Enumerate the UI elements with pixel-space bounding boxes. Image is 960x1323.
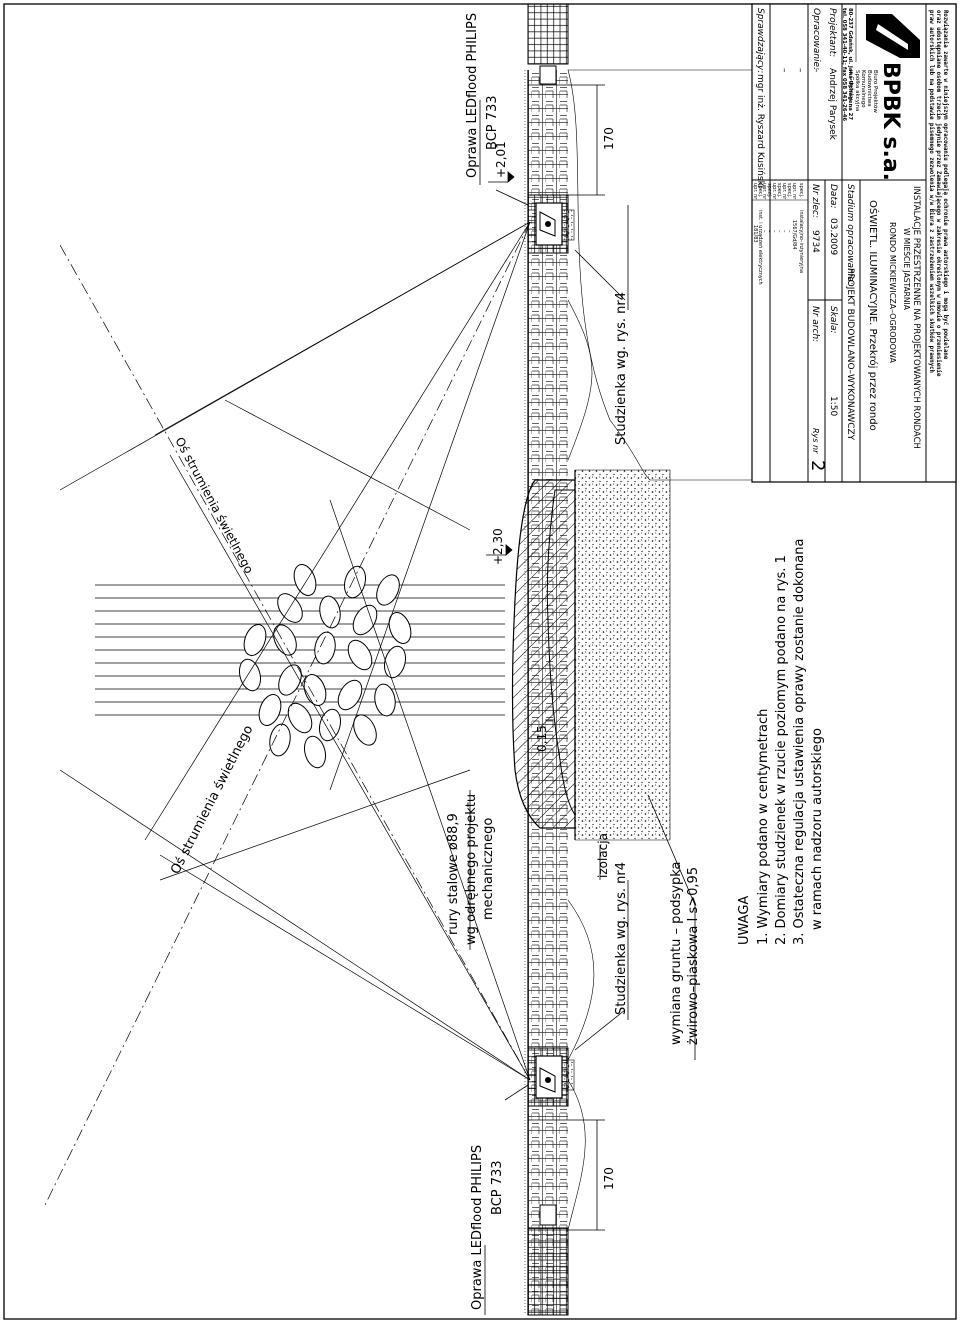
copyright-line3: praw autorskich lub na podstawie pisemne… [928,10,935,373]
spec-7-key: specj. [766,183,772,198]
company-line-1: Biuro Projektów [872,70,879,113]
spec-5-val: – [776,230,782,233]
spec-8-key: upr. nr [761,183,767,200]
notes-title: UWAGA [737,896,752,945]
soil-label-line1: wymiana gruntu – podsypka [669,861,684,1045]
project-title-line1: INSTALACJE PRZESTRZENNE NA PROJEKTOWANYC… [911,186,921,449]
spec-5-key: specj. [776,183,782,198]
beam-lines [44,221,531,1206]
spec-10-key: upr. nr [752,183,758,200]
dimension-170-top: 170 [602,127,616,150]
spec-4-key: upr. nr [781,183,787,200]
luminaire-top-label: Oprawa LEDflood PHILIPS [465,13,480,178]
scale-value: 1:50 [828,396,838,416]
well-label-top: Studzienka wg. rys. nr4 [614,292,629,445]
prepared-label: Opracowanie: [811,8,821,70]
spec-10-val: 181/83 [752,225,758,243]
luminaire-bottom-model: BCP 733 [490,1160,505,1215]
spec-7-val: – [766,230,772,233]
luminaire-bottom [504,1009,626,1107]
luminaire-bottom-label: Oprawa LEDflood PHILIPS [470,1145,485,1310]
company-logo: BPBK s.a. [878,62,903,181]
project-title-line2: W MIEŚCIE JASTARNIA [902,228,911,311]
company-line-2: Budownictwa [866,70,872,107]
central-island [511,469,696,906]
title-block: Rozwiązania zawarte w niniejszym opracow… [751,3,957,483]
checker-label: Sprawdzający: [755,8,765,73]
pipes-label-line1: rury stalowe ø88,9 [446,813,461,935]
spec-1-key: specj. [798,183,804,198]
checker-value: mgr inż. Ryszard Kusiński [755,74,765,188]
beam-axis-label-1: Oś strumienia świetlnego [168,723,256,877]
insulation-label: izolacja [596,833,610,878]
dimension-lines [469,84,696,1315]
address-line2: tel. 058 341-40-11; fax 058 341-26-46 [841,8,847,121]
spec-6-key: upr. nr [771,183,777,200]
beam-axis-label-2: Oś strumienia świetlnego [172,435,256,576]
soil-label-line2: żwirowo–piaskowa I s>0,95 [686,867,701,1045]
spec-6-val: – [771,230,777,233]
prepared-value-2: – [795,68,805,73]
copyright-line2: oraz udostępniane osobom trzecim jedynie… [935,10,942,377]
spec-4-val: – [781,230,787,233]
luminaire-top [495,189,626,301]
prepared-value-3: – [779,68,789,73]
dimension-015: 0,15 [535,725,549,752]
note-3-cont: w ramach nadzoru autorskiego [810,728,825,930]
stage-label: Stadium opracowania: [845,184,855,285]
pipes-label-line2: wg odrębnego projektu [464,794,479,945]
company-line-4: Spółka akcyjna [854,70,861,111]
sheet-number: 2 [807,460,828,471]
company-line-3: Komunalnego [860,70,866,108]
spec-8-val: – [761,230,767,233]
dimension-170-bottom: 170 [602,1167,616,1190]
copyright-line1: Rozwiązania zawarte w niniejszym opracow… [942,10,949,360]
company-line-5: w Gdańsku [848,70,855,100]
order-value: 9734 [810,230,820,253]
spec-3-val: – [786,230,792,233]
drawing-title: OŚWIETL. ILUMINACYJNE. Przekrój przez ro… [867,200,880,431]
leaf-sculptures [238,564,412,769]
designer-label: Projektant: [827,8,837,57]
luminaire-top-model: BCP 733 [485,95,500,150]
pipes-label-line3: mechanicznego [481,818,496,920]
project-title-line3: RONDO MICKIEWICZA–OGRODOWA [888,222,897,363]
note-1: 1. Wymiary podano w centymetrach [756,709,771,945]
spec-9-key: specj. [757,183,763,198]
date-label: Data: [828,184,838,209]
address-line1: 80-237 Gdańsk, ul. Jana Uphagena 27 [847,8,854,120]
arch-label: Nr arch: [810,306,820,342]
designer-value: Andrzej Parysek [827,68,837,141]
scale-label: Skala: [828,306,838,334]
order-label: Nr zlec: [810,184,820,218]
notes: UWAGA 1. Wymiary podano w centymetrach 2… [737,539,825,945]
spec-2-val: 1567/Gd/84 [791,220,797,250]
spec-3-key: specj. [786,183,792,198]
spec-1-val: instalacyjno–inżynieryjna [798,210,804,273]
level-center: +2,30 [491,528,505,565]
date-value: 03.2009 [828,218,838,255]
prepared-value: – [811,68,821,73]
sheet-label: Rys nr [811,428,820,454]
note-3: 3. Ostateczna regulacja ustawienia opraw… [792,539,807,945]
spec-9-val: inst. i urządzeń elektrycznych [757,210,764,285]
stage-value: PROJEKT BUDOWLANO–WYKONAWCZY [845,268,855,441]
level-top: +2,01 [494,141,508,178]
spec-2-key: upr. nr [791,183,797,200]
note-2: 2. Domiary studzienek w rzucie poziomym … [774,555,789,945]
well-label-bottom: Studzienka wg. rys. nr4 [614,862,629,1015]
